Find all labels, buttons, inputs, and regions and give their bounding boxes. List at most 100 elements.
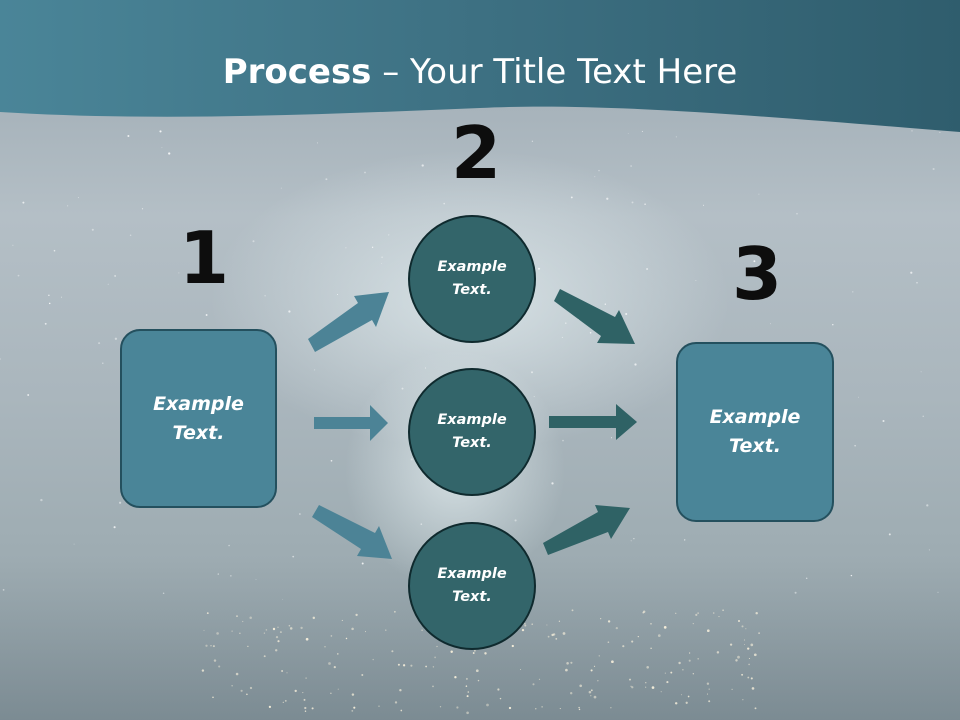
city-light bbox=[743, 643, 746, 646]
star-dot bbox=[514, 519, 517, 522]
city-light bbox=[692, 673, 694, 675]
star-dot bbox=[702, 204, 705, 206]
star-dot bbox=[589, 332, 592, 334]
city-light bbox=[687, 695, 690, 698]
step2-circle-bottom: Example Text. bbox=[408, 522, 536, 650]
city-light bbox=[330, 692, 332, 694]
star-dot bbox=[928, 549, 930, 551]
city-light bbox=[205, 644, 208, 647]
city-light bbox=[372, 658, 374, 661]
star-dot bbox=[443, 202, 445, 205]
city-light bbox=[755, 611, 758, 615]
star-dot bbox=[288, 310, 291, 313]
city-light bbox=[678, 661, 681, 665]
city-light bbox=[742, 699, 744, 701]
star-dot bbox=[44, 322, 47, 325]
city-light bbox=[272, 627, 276, 631]
city-light bbox=[474, 649, 476, 652]
star-dot bbox=[264, 295, 266, 297]
step-number-3: 3 bbox=[732, 232, 783, 316]
city-light bbox=[341, 619, 343, 621]
city-light bbox=[300, 626, 303, 630]
star-dot bbox=[832, 323, 834, 326]
city-light bbox=[706, 629, 710, 633]
city-light bbox=[284, 700, 287, 702]
city-light bbox=[286, 672, 288, 674]
city-light bbox=[235, 672, 239, 676]
city-light bbox=[203, 629, 205, 631]
city-light bbox=[607, 620, 611, 623]
star-dot bbox=[675, 136, 677, 138]
city-light bbox=[738, 620, 740, 622]
city-light bbox=[434, 656, 436, 659]
star-dot bbox=[606, 197, 609, 200]
star-dot bbox=[280, 187, 282, 189]
city-light bbox=[570, 661, 573, 664]
star-dot bbox=[911, 130, 913, 132]
city-light bbox=[650, 647, 652, 649]
city-light bbox=[697, 612, 699, 614]
city-light bbox=[475, 669, 479, 673]
city-light bbox=[708, 700, 711, 703]
city-light bbox=[456, 706, 459, 709]
city-light bbox=[754, 707, 757, 710]
city-light bbox=[497, 688, 500, 691]
star-dot bbox=[604, 303, 606, 305]
city-light bbox=[588, 690, 592, 694]
star-dot bbox=[937, 591, 939, 593]
city-light bbox=[541, 706, 543, 708]
city-light bbox=[397, 663, 400, 666]
city-light bbox=[288, 624, 291, 627]
city-light bbox=[201, 669, 205, 672]
city-light bbox=[607, 641, 610, 644]
city-light bbox=[311, 707, 314, 710]
city-light bbox=[729, 643, 733, 646]
star-dot bbox=[630, 165, 632, 167]
step-number-1: 1 bbox=[179, 216, 230, 300]
circle-bottom-line2: Text. bbox=[452, 589, 492, 605]
city-light bbox=[466, 711, 469, 715]
star-dot bbox=[561, 336, 563, 338]
title-rest: – Your Title Text Here bbox=[371, 52, 738, 92]
city-light bbox=[467, 691, 470, 693]
star-dot bbox=[98, 342, 101, 345]
city-light bbox=[682, 669, 684, 671]
city-light bbox=[304, 710, 307, 712]
circle-middle-line2: Text. bbox=[452, 435, 492, 451]
city-light bbox=[741, 673, 744, 676]
star-dot bbox=[796, 213, 798, 215]
city-light bbox=[646, 666, 649, 669]
city-light bbox=[400, 709, 403, 712]
city-light bbox=[279, 631, 282, 634]
city-light bbox=[748, 657, 750, 660]
star-dot bbox=[141, 208, 144, 210]
city-light bbox=[615, 626, 618, 630]
city-light bbox=[213, 659, 217, 662]
star-dot bbox=[551, 482, 554, 485]
star-dot bbox=[420, 523, 423, 525]
star-dot bbox=[857, 396, 859, 398]
star-dot bbox=[91, 228, 94, 231]
city-light bbox=[741, 625, 744, 628]
city-light bbox=[289, 627, 293, 630]
city-light bbox=[305, 677, 307, 679]
star-dot bbox=[684, 539, 686, 541]
city-light bbox=[697, 657, 700, 660]
arrow-bottom-to-3 bbox=[543, 505, 630, 555]
city-light bbox=[519, 668, 522, 671]
star-dot bbox=[627, 133, 629, 135]
star-dot bbox=[770, 323, 771, 325]
city-light bbox=[578, 708, 581, 711]
star-dot bbox=[805, 577, 808, 580]
city-light bbox=[735, 659, 738, 662]
city-light bbox=[351, 710, 354, 712]
star-dot bbox=[73, 543, 75, 545]
step2-circle-top: Example Text. bbox=[408, 215, 536, 343]
city-light bbox=[643, 610, 646, 613]
city-light bbox=[263, 655, 266, 658]
city-light bbox=[666, 681, 669, 684]
city-light bbox=[353, 706, 356, 709]
city-light bbox=[565, 668, 568, 672]
city-light bbox=[378, 705, 380, 707]
